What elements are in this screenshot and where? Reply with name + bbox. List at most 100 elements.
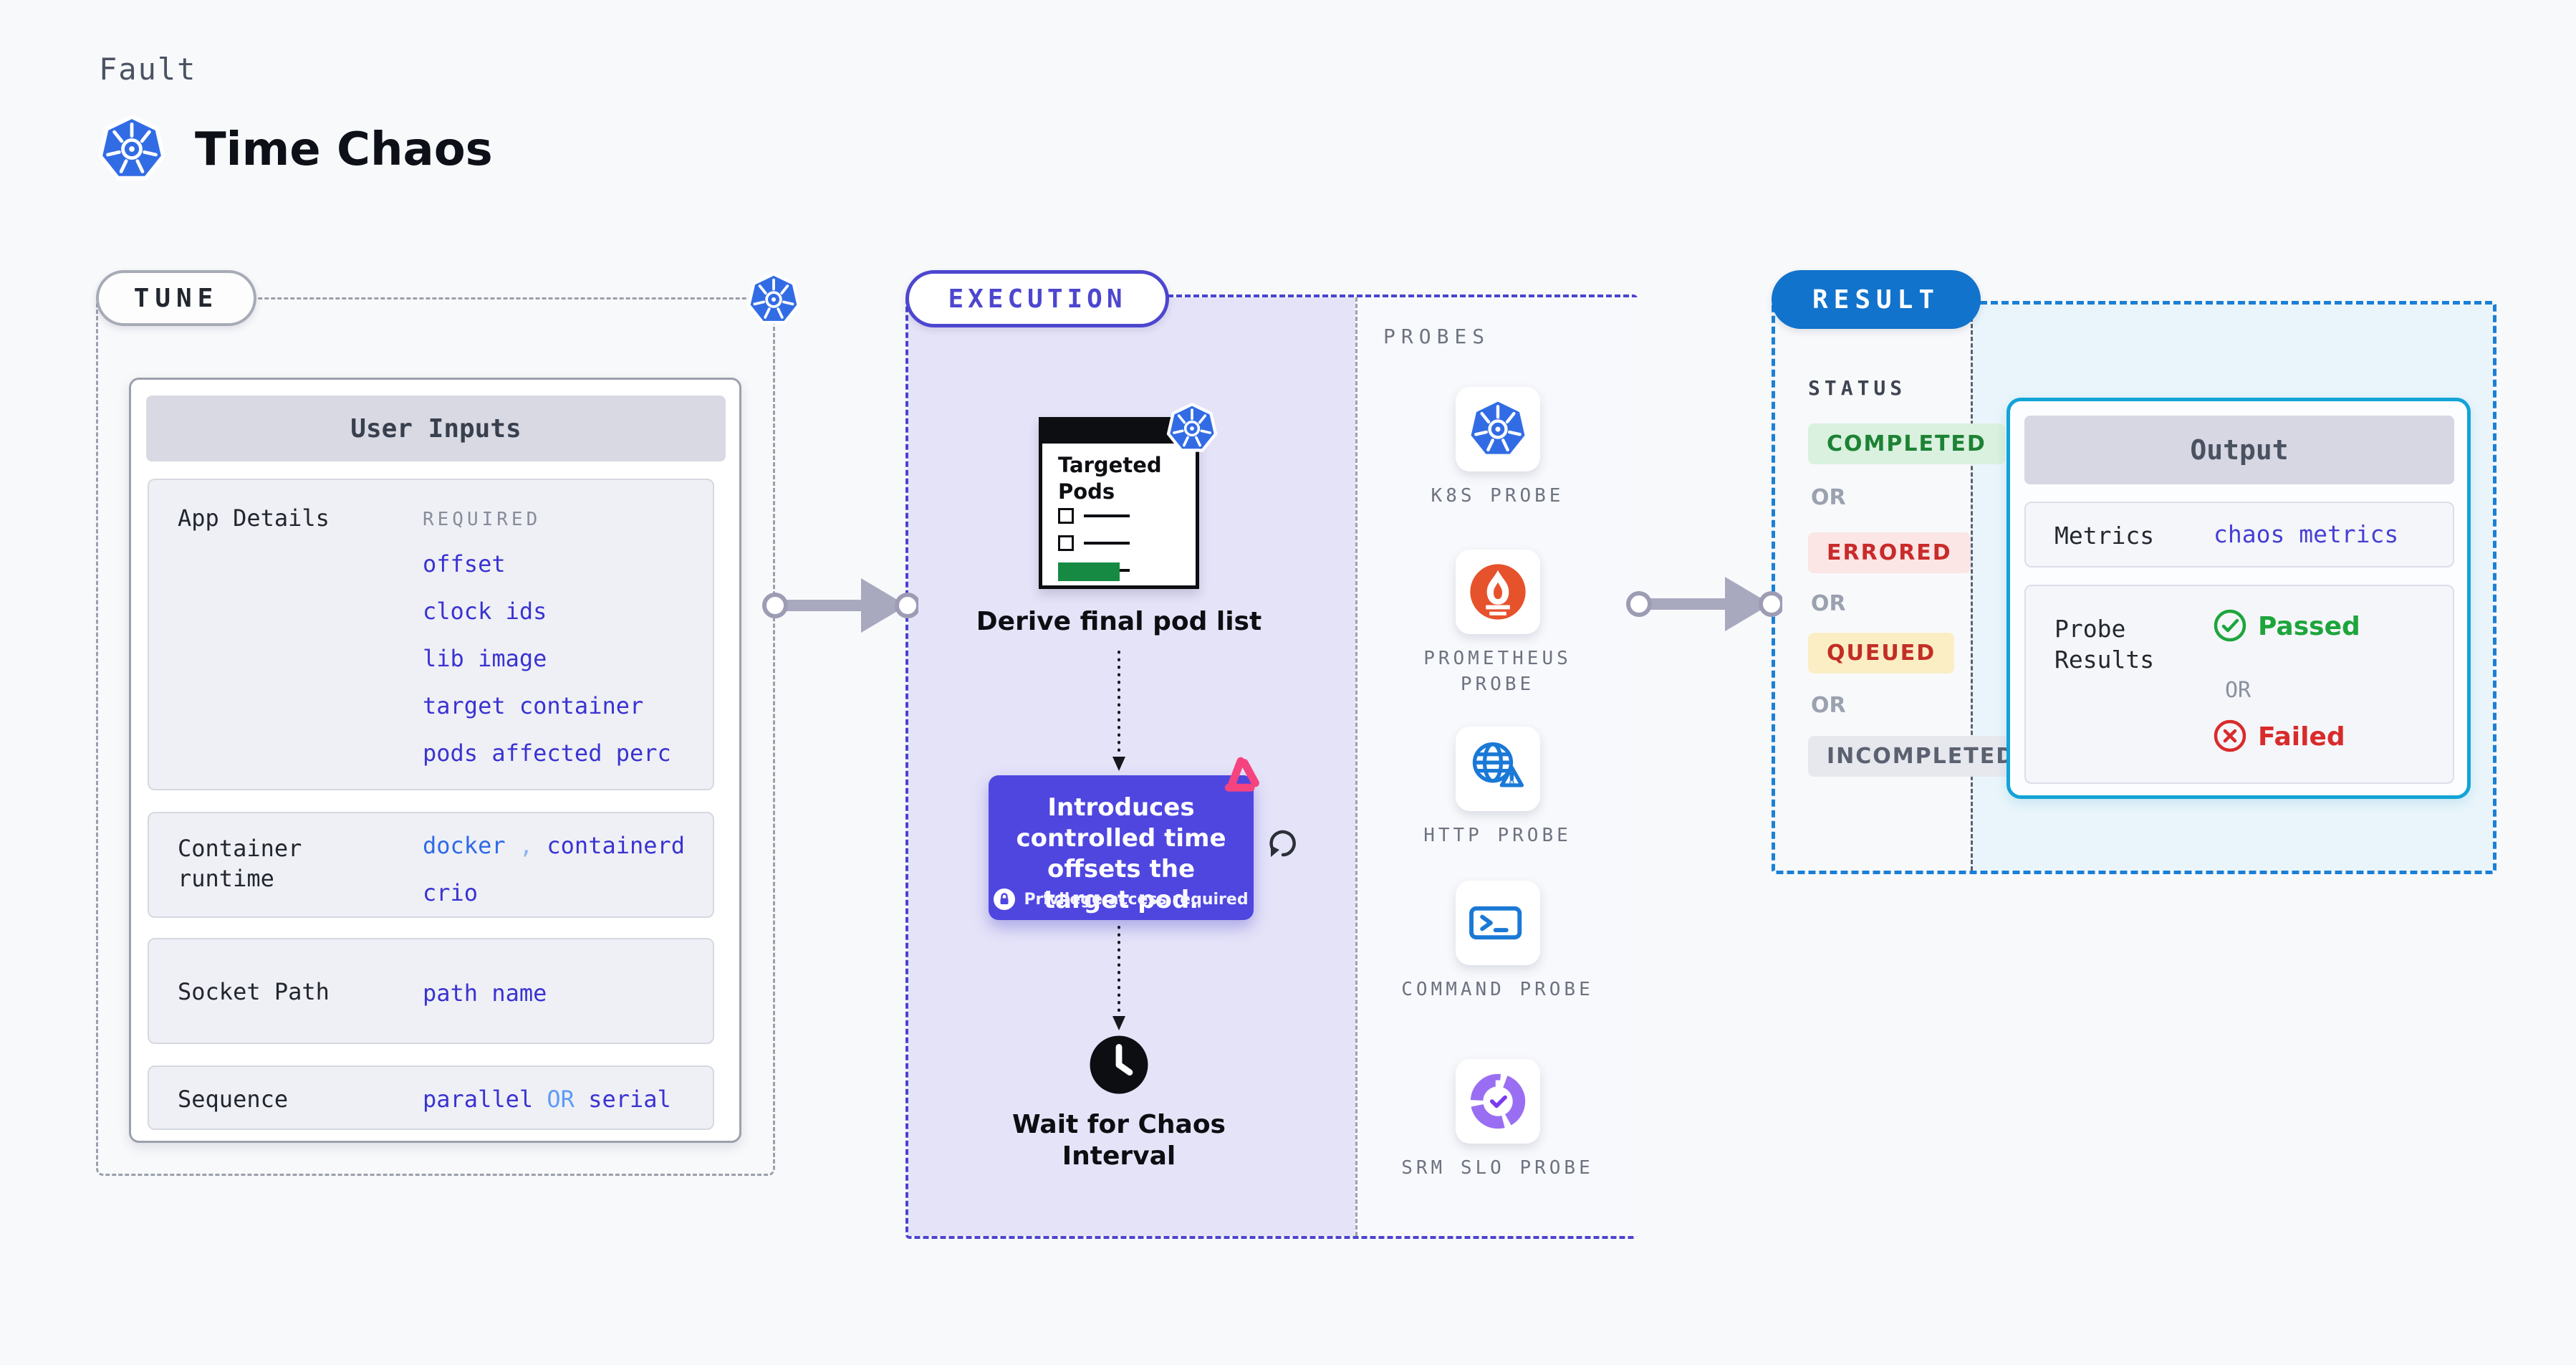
probe-label: SRM SLO PROBE [1401, 1157, 1594, 1179]
link-offset[interactable]: offset [423, 550, 506, 578]
probe-item-prometheus: PROMETHEUS PROBE [1357, 550, 1638, 697]
probe-label: PROMETHEUS PROBE [1423, 648, 1572, 695]
execution-container: PROBES K8S PROBE PROMETHEUS PROBE HTTP P… [905, 294, 1638, 1239]
user-inputs-header: User Inputs [146, 396, 726, 461]
container-runtime-row: Container runtime docker , containerd cr… [148, 812, 714, 918]
probe-item-http: HTTP PROBE [1357, 727, 1638, 848]
fault-eyebrow: Fault [99, 52, 197, 87]
failed-label: Failed [2258, 722, 2345, 752]
chaos-metrics-link[interactable]: chaos metrics [2214, 520, 2399, 548]
execution-stage-label: EXECUTION [948, 284, 1127, 314]
flow-arrow-down [1112, 926, 1125, 1030]
probe-label: K8S PROBE [1431, 485, 1565, 507]
x-circle-icon [2214, 719, 2246, 752]
status-or: OR [1811, 485, 1846, 510]
container-runtime-label: Container runtime [178, 835, 302, 892]
prometheus-probe-card [1455, 550, 1540, 634]
link-target-container[interactable]: target container [423, 692, 644, 719]
value-separator: , [519, 832, 534, 859]
probe-label: COMMAND PROBE [1401, 979, 1594, 1000]
metrics-label: Metrics [2054, 522, 2155, 550]
metrics-row: Metrics chaos metrics [2024, 502, 2454, 567]
value-crio[interactable]: crio [423, 879, 479, 906]
output-card: Output Metrics chaos metrics Probe Resul… [2007, 398, 2471, 799]
value-serial[interactable]: serial [588, 1086, 671, 1113]
fault-description-text: Introduces controlled time offsets the t… [1016, 793, 1226, 914]
link-clock-ids[interactable]: clock ids [423, 598, 547, 625]
probe-item-srm-slo: SRM SLO PROBE [1357, 1059, 1638, 1181]
prometheus-icon [1469, 564, 1526, 620]
tune-container [96, 297, 775, 1176]
kubernetes-icon [1466, 398, 1529, 461]
status-badge-queued: QUEUED [1808, 633, 1955, 674]
execution-to-result-arrow [1623, 561, 1782, 647]
value-path-name[interactable]: path name [423, 980, 547, 1007]
lock-icon [994, 889, 1016, 910]
page-title: Time Chaos [195, 123, 493, 176]
targeted-pods-title: Targeted Pods [1058, 453, 1162, 504]
check-circle-icon [2214, 609, 2246, 642]
status-or: OR [1811, 591, 1846, 616]
kubernetes-icon [97, 115, 166, 183]
globe-warning-icon [1466, 737, 1529, 800]
value-docker[interactable]: docker [423, 832, 506, 859]
pod-checklist-row [1058, 535, 1130, 551]
privilege-note: Privilege access required [989, 889, 1254, 910]
probes-title: PROBES [1383, 325, 1491, 348]
app-details-links: offset clock ids lib image target contai… [423, 540, 671, 777]
output-header: Output [2024, 416, 2454, 484]
link-pods-affected-perc[interactable]: pods affected perc [423, 739, 671, 767]
app-details-row: App Details REQUIRED offset clock ids li… [148, 479, 714, 790]
value-containerd[interactable]: containerd [547, 832, 686, 859]
sequence-row: Sequence parallel OR serial [148, 1065, 714, 1130]
result-stage-label: RESULT [1812, 284, 1941, 315]
command-probe-card [1455, 881, 1540, 965]
execution-stage-badge: EXECUTION [905, 270, 1169, 327]
status-badge-incompleted: INCOMPLETED [1808, 736, 2034, 777]
terminal-icon [1468, 893, 1528, 953]
status-badge-errored: ERRORED [1808, 532, 1971, 573]
flow-arrow-down [1112, 651, 1125, 771]
user-inputs-card: User Inputs App Details REQUIRED offset … [129, 378, 741, 1143]
kubernetes-icon [1166, 403, 1218, 454]
tune-stage-badge: TUNE [96, 270, 256, 326]
required-tag: REQUIRED [423, 509, 542, 530]
progress-bar [1058, 562, 1120, 581]
wait-caption: Wait for Chaos Interval [1012, 1110, 1226, 1171]
kubernetes-icon [746, 272, 801, 327]
result-stage-badge: RESULT [1772, 270, 1981, 329]
k8s-probe-card [1455, 387, 1540, 471]
clock-icon [1090, 1035, 1148, 1094]
derive-caption: Derive final pod list [976, 607, 1262, 636]
tune-stage-label: TUNE [133, 283, 219, 313]
status-badge-completed: COMPLETED [1808, 423, 2005, 464]
http-probe-card [1455, 727, 1540, 811]
slo-gauge-icon [1465, 1068, 1531, 1134]
socket-path-row: Socket Path path name [148, 938, 714, 1044]
socket-path-label: Socket Path [178, 978, 330, 1005]
probes-panel: PROBES K8S PROBE PROMETHEUS PROBE HTTP P… [1355, 297, 1638, 1236]
tune-to-execution-arrow [759, 562, 918, 648]
status-title: STATUS [1808, 376, 1907, 400]
privilege-note-text: Privilege access required [1024, 890, 1249, 909]
chaos-swirl-icon [1224, 757, 1259, 792]
refresh-icon [1269, 830, 1296, 857]
pod-checklist-row [1058, 508, 1130, 524]
value-parallel[interactable]: parallel [423, 1086, 534, 1113]
app-details-label: App Details [178, 504, 330, 532]
probe-item-k8s: K8S PROBE [1357, 387, 1638, 509]
probe-results-row: Probe Results Passed OR Failed [2024, 585, 2454, 784]
fault-description-card: Introduces controlled time offsets the t… [989, 775, 1254, 920]
sequence-or: OR [547, 1086, 575, 1113]
result-container: STATUS COMPLETED OR ERRORED OR QUEUED OR… [1772, 301, 2496, 874]
probe-label: HTTP PROBE [1423, 825, 1572, 846]
probe-results-label: Probe Results [2054, 615, 2155, 674]
result-divider [1971, 305, 1973, 871]
probe-results-or: OR [2225, 678, 2251, 703]
srm-slo-probe-card [1455, 1059, 1540, 1144]
status-or: OR [1811, 693, 1846, 718]
passed-label: Passed [2258, 612, 2360, 641]
probe-item-command: COMMAND PROBE [1357, 881, 1638, 1002]
link-lib-image[interactable]: lib image [423, 645, 547, 672]
